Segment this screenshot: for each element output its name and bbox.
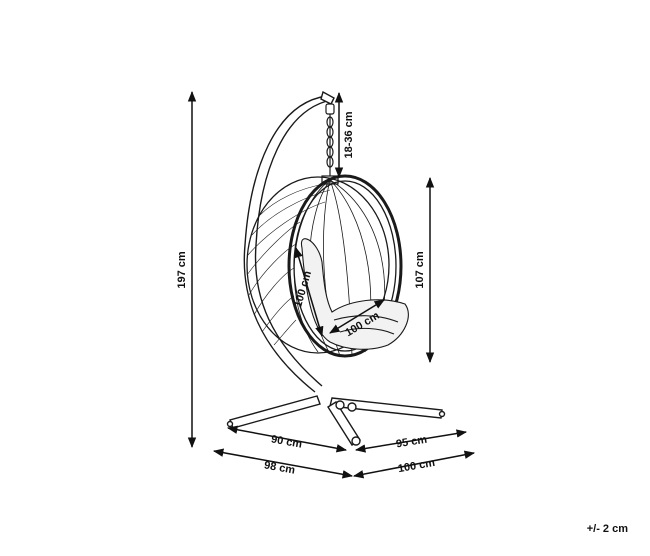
label-seat-height: 107 cm — [414, 251, 426, 289]
stand-base — [229, 395, 321, 429]
stand — [226, 90, 446, 446]
label-total-height: 197 cm — [176, 251, 188, 289]
stand-arm — [243, 95, 327, 393]
tolerance-note: +/- 2 cm — [587, 523, 628, 535]
label-base-width-inner: 95 cm — [395, 434, 428, 451]
label-base-depth-outer: 98 cm — [263, 459, 296, 476]
label-chain-length: 18-36 cm — [343, 111, 355, 158]
hanging-chain — [321, 103, 339, 185]
label-base-width-outer: 100 cm — [397, 457, 436, 475]
dimension-lines — [187, 90, 476, 479]
label-base-depth-inner: 90 cm — [270, 433, 303, 450]
